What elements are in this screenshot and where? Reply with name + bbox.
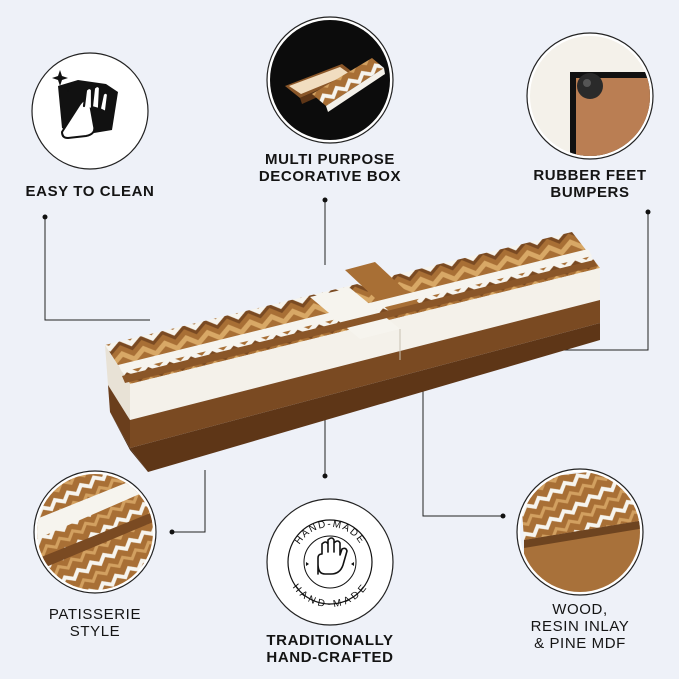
easy-clean-circle	[31, 52, 149, 170]
multi-purpose-line-1: MULTI PURPOSE	[264, 151, 396, 168]
patisserie-line-2: STYLE	[69, 623, 121, 640]
easy-clean-line-1: EASY TO CLEAN	[25, 183, 155, 200]
patisserie-label: PATISSERIE STYLE	[30, 606, 160, 640]
materials-line-3: & PINE MDF	[534, 635, 626, 652]
handcrafted-label: TRADITIONALLY HAND-CRAFTED	[240, 632, 420, 666]
handcrafted-circle	[266, 498, 394, 626]
open-box-icon	[270, 20, 390, 140]
multi-purpose-circle	[266, 16, 394, 144]
decorative-box-product	[105, 232, 600, 472]
multi-purpose-label: MULTI PURPOSE DECORATIVE BOX	[240, 151, 420, 185]
handcrafted-line-2: HAND-CRAFTED	[266, 649, 394, 666]
connector-dots	[42, 197, 651, 535]
materials-label: WOOD, RESIN INLAY & PINE MDF	[515, 601, 645, 652]
materials-line-2: RESIN INLAY	[530, 618, 630, 635]
connector-lines	[44, 200, 649, 533]
materials-line-1: WOOD,	[552, 601, 608, 618]
rubber-feet-line-1: RUBBER FEET	[533, 167, 647, 184]
stamp-bottom-text: HAND-MADE	[290, 582, 368, 610]
hand-made-stamp-icon	[287, 519, 373, 605]
stamp-top-text: HAND-MADE	[293, 519, 366, 547]
rubber-feet-line-2: BUMPERS	[550, 184, 630, 201]
handcrafted-line-1: TRADITIONALLY	[266, 632, 394, 649]
materials-circle	[516, 468, 644, 596]
pattern-closeup-icon	[37, 474, 153, 590]
cleaning-cloth-hand-icon	[52, 70, 118, 140]
easy-clean-label: EASY TO CLEAN	[10, 183, 170, 200]
patisserie-circle	[33, 470, 157, 594]
material-corner-icon	[520, 472, 640, 592]
rubber-feet-label: RUBBER FEET BUMPERS	[515, 167, 665, 201]
multi-purpose-line-2: DECORATIVE BOX	[258, 168, 402, 185]
svg-text:HAND-MADE: HAND-MADE	[293, 519, 367, 547]
svg-text:HAND-MADE: HAND-MADE	[290, 582, 370, 610]
patisserie-line-1: PATISSERIE	[48, 606, 142, 623]
